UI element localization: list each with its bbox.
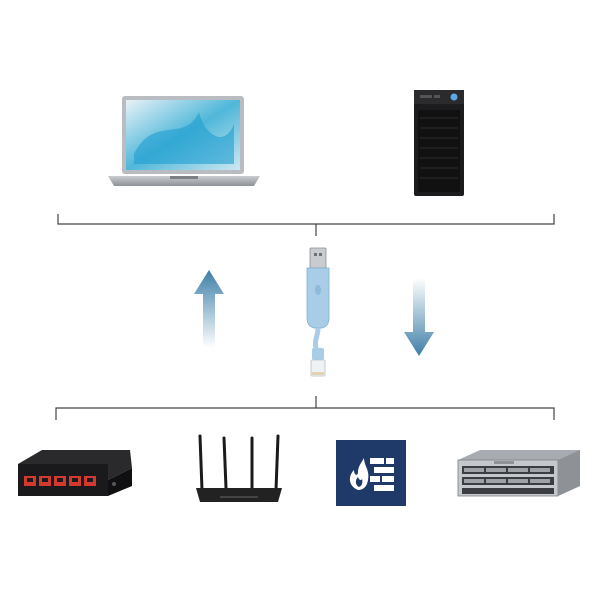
rack-server-icon bbox=[457, 450, 580, 497]
arrow-down-icon bbox=[404, 278, 434, 356]
desktop-tower-icon bbox=[414, 90, 464, 196]
laptop-icon bbox=[108, 96, 260, 186]
wifi-router-icon bbox=[196, 434, 282, 502]
firewall-icon bbox=[336, 440, 406, 506]
network-switch-icon bbox=[18, 450, 132, 496]
arrow-up-icon bbox=[194, 270, 224, 348]
usb-to-rj45-console-cable-icon bbox=[306, 247, 330, 377]
